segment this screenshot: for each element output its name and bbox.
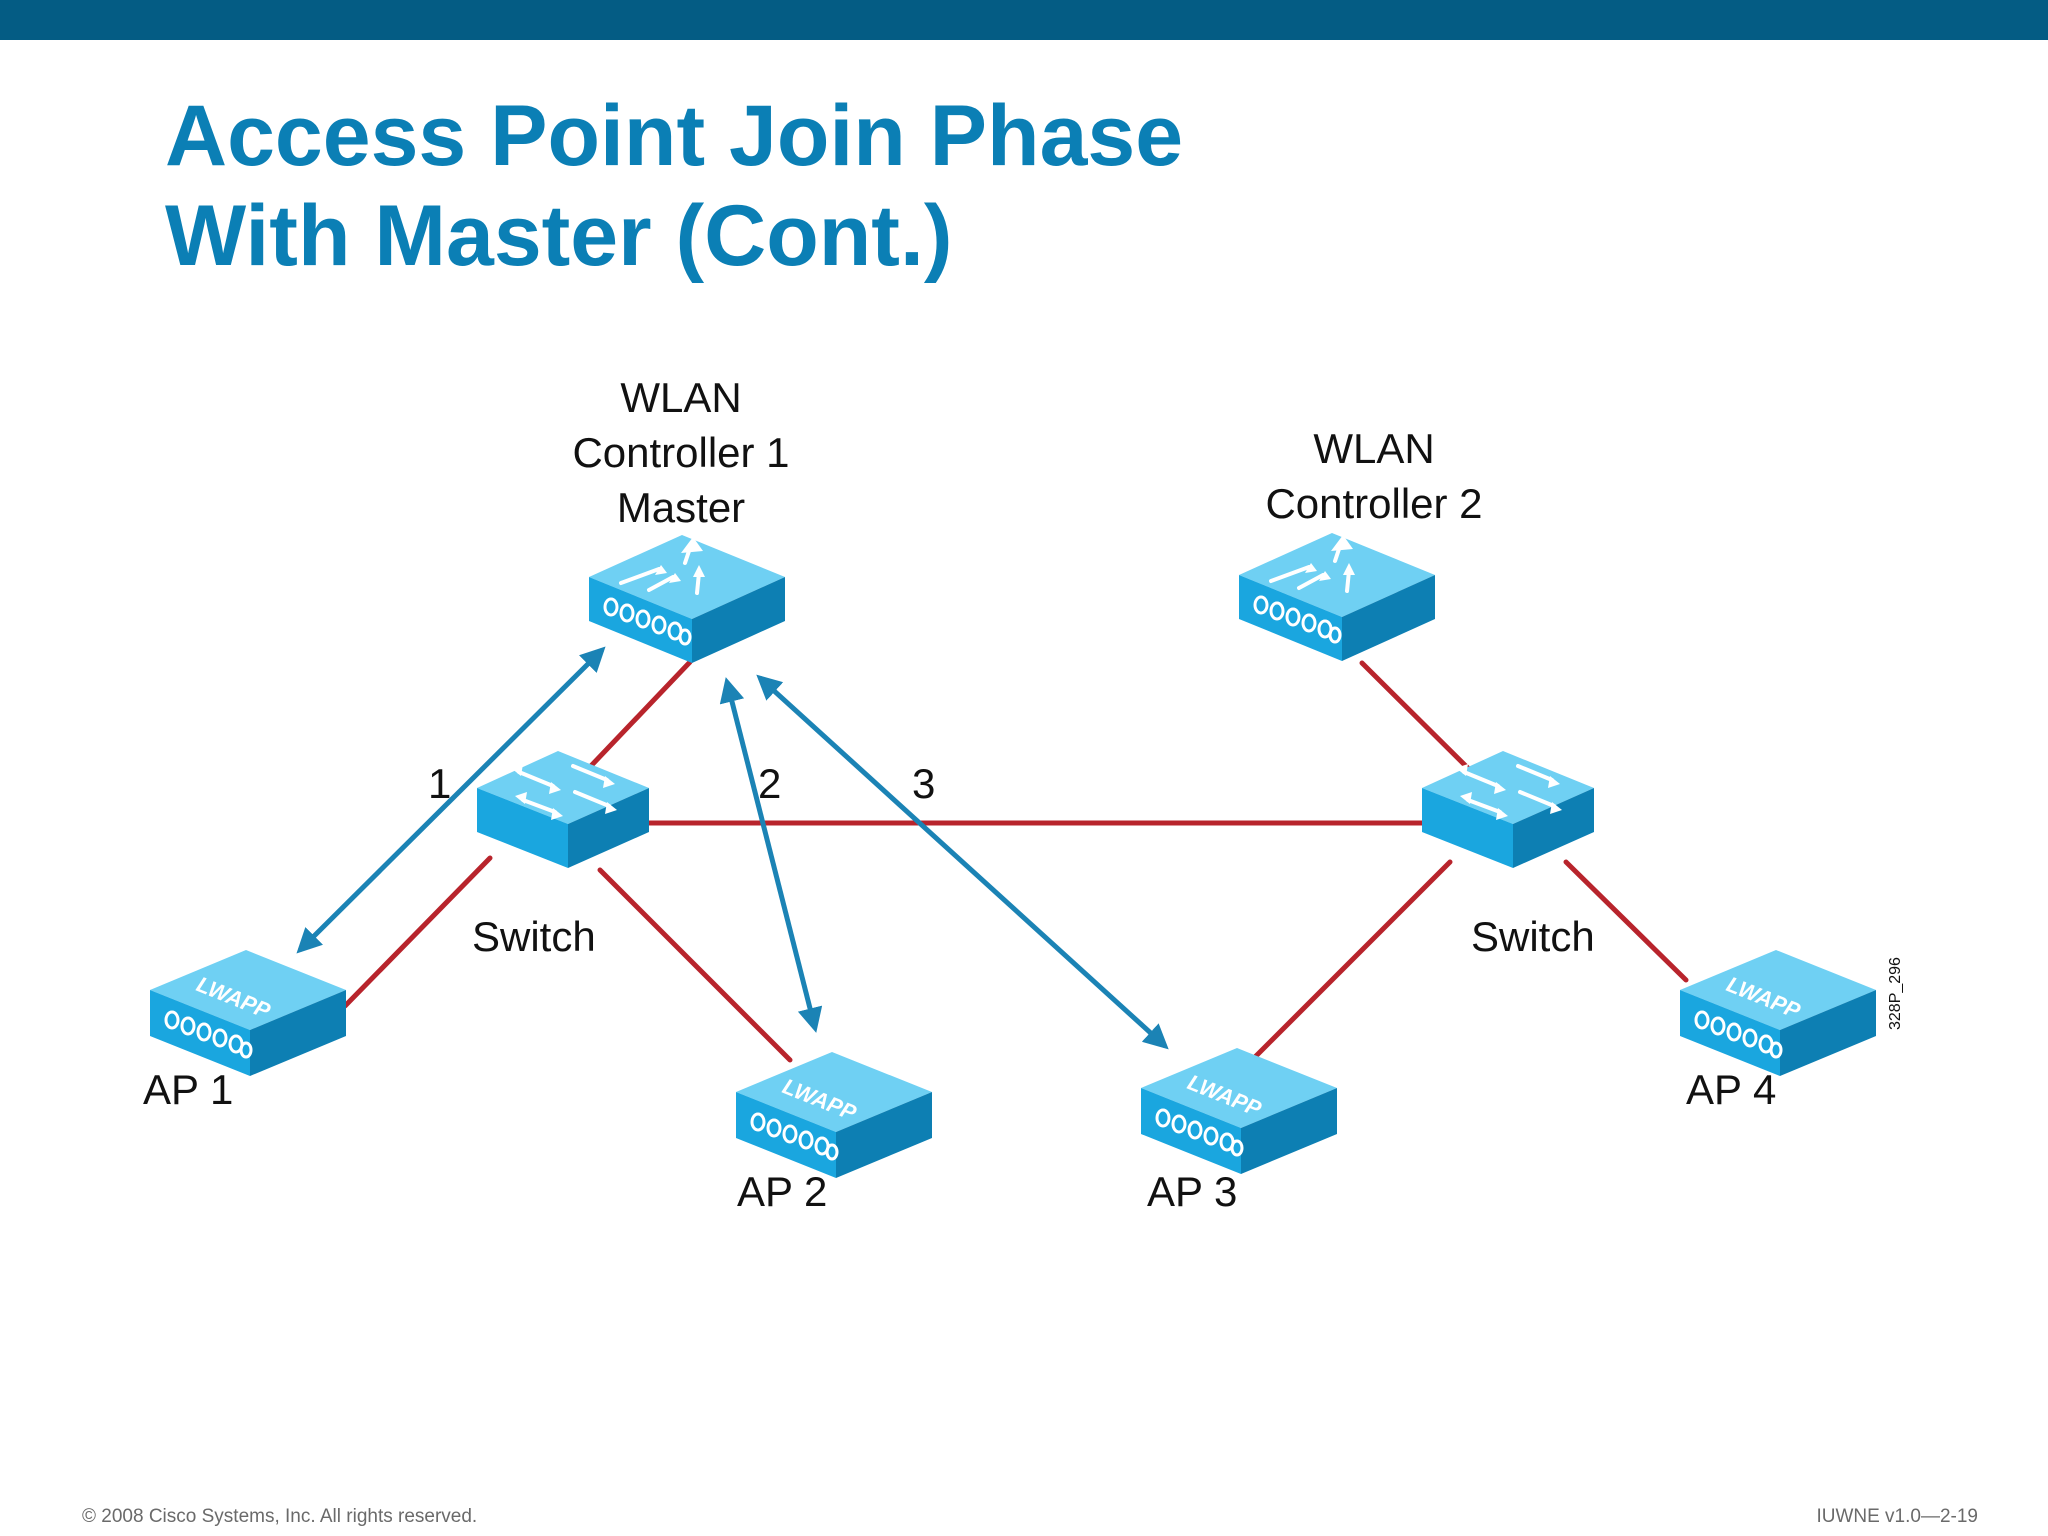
figure-code: 328P_296 <box>1887 957 1904 1030</box>
switch-left-icon <box>475 749 651 870</box>
join-arrow-2 <box>719 677 823 1033</box>
ap-3-label: AP 3 <box>1147 1168 1237 1215</box>
switch-right-label: Switch <box>1471 913 1595 960</box>
join-arrow-1 <box>296 646 606 954</box>
footer-course-code: IUWNE v1.0—2-19 <box>1816 1506 1978 1527</box>
slide-title-line-2: With Master (Cont.) <box>165 188 953 284</box>
step-2-label: 2 <box>758 760 781 807</box>
step-3-label: 3 <box>912 760 935 807</box>
controller-2-label-line-2: Controller 2 <box>1265 480 1482 527</box>
link-switch-right-ap3 <box>1247 859 1453 1065</box>
footer-copyright: © 2008 Cisco Systems, Inc. All rights re… <box>82 1506 478 1527</box>
wired-links <box>342 659 1689 1065</box>
link-switch-right-ap4 <box>1563 859 1689 983</box>
join-arrow-3 <box>756 674 1169 1050</box>
switch-left-label: Switch <box>472 913 596 960</box>
link-switch-left-ap2 <box>597 867 793 1063</box>
controller-1-label-line-1: WLAN <box>620 374 741 421</box>
ap-2-label: AP 2 <box>737 1168 827 1215</box>
wlan-controller-2-icon <box>1237 531 1437 663</box>
ap-1-label: AP 1 <box>143 1066 233 1113</box>
slide-title-line-1: Access Point Join Phase <box>165 88 1184 184</box>
controller-1-label-line-2: Controller 1 <box>572 429 789 476</box>
slide-title: Access Point Join Phase With Master (Con… <box>165 86 1183 286</box>
controller-2-label-line-1: WLAN <box>1313 425 1434 472</box>
switch-right-icon <box>1420 749 1596 870</box>
wlan-controller-1-icon <box>587 533 787 665</box>
step-1-label: 1 <box>428 760 451 807</box>
join-arrows <box>296 646 1169 1050</box>
ap-4-label: AP 4 <box>1686 1066 1776 1113</box>
controller-1-label-line-3: Master <box>617 484 745 531</box>
header-bar <box>0 0 2048 40</box>
